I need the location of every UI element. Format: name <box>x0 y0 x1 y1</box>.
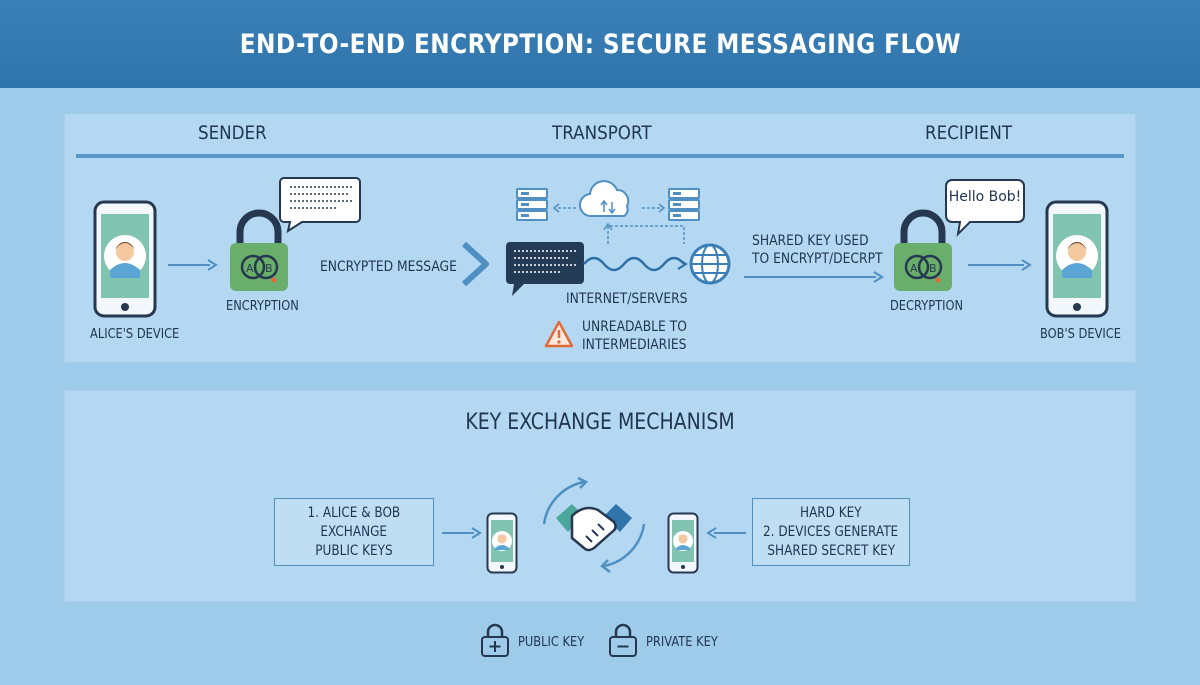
encrypted-bubble-icon <box>504 240 586 298</box>
handshake-icon <box>526 474 662 578</box>
shared-key-label-line1: SHARED KEY USED <box>752 233 869 249</box>
key-exchange-panel <box>64 390 1136 602</box>
alice-device-label: ALICE'S DEVICE <box>90 327 180 342</box>
private-key-icon <box>608 622 638 658</box>
left-box-line3: PUBLIC KEYS <box>315 542 393 559</box>
warning-icon <box>544 320 574 348</box>
right-box-line2: 2. DEVICES GENERATE <box>763 523 899 540</box>
network-wave <box>583 250 688 278</box>
cloud-icon <box>578 178 638 220</box>
left-box-line2: EXCHANGE <box>320 523 388 540</box>
column-recipient: RECIPIENT <box>925 122 1013 144</box>
shared-key-label-line2: TO ENCRYPT/DECRPT <box>752 251 883 267</box>
header-bar: END-TO-END ENCRYPTION: SECURE MESSAGING … <box>0 0 1200 88</box>
bob-small-phone-icon <box>667 512 699 574</box>
public-key-icon <box>480 622 510 658</box>
svg-text:B: B <box>265 262 273 275</box>
unreadable-label-line2: INTERMEDIARIES <box>582 337 687 353</box>
decryption-lock-icon: A B <box>890 209 956 294</box>
right-box-line1: HARD KEY <box>800 504 862 521</box>
dashed-connector <box>600 220 700 246</box>
left-exchange-box: 1. ALICE & BOB EXCHANGE PUBLIC KEYS <box>274 498 434 566</box>
globe-icon <box>688 242 732 286</box>
private-key-label: PRIVATE KEY <box>646 635 718 650</box>
server-left-icon <box>516 188 548 222</box>
arrow-to-bob <box>968 258 1032 271</box>
arrow-to-right-phone <box>706 526 746 539</box>
hello-bubble-icon <box>944 178 1026 237</box>
bob-phone-icon <box>1045 200 1109 318</box>
chevron-right-icon <box>460 241 490 287</box>
right-exchange-box: HARD KEY 2. DEVICES GENERATE SHARED SECR… <box>752 498 910 566</box>
internet-servers-label: INTERNET/SERVERS <box>566 291 688 307</box>
dashed-arrow-right <box>640 200 666 213</box>
arrow-alice-to-lock <box>168 258 218 271</box>
encryption-lock-icon: A B <box>226 209 292 294</box>
dashed-arrow-left <box>552 200 578 213</box>
hello-bubble-text: Hello Bob! <box>948 189 1022 205</box>
unreadable-label-line1: UNREADABLE TO <box>582 319 687 335</box>
encrypted-message-label: ENCRYPTED MESSAGE <box>320 259 457 275</box>
key-exchange-title: KEY EXCHANGE MECHANISM <box>465 410 735 435</box>
column-sender: SENDER <box>198 122 267 144</box>
flow-divider <box>76 154 1124 158</box>
column-transport: TRANSPORT <box>552 122 652 144</box>
alice-phone-icon <box>93 200 157 318</box>
cipher-bubble-icon <box>278 176 362 234</box>
arrow-to-left-phone <box>442 526 482 539</box>
encryption-label: ENCRYPTION <box>226 299 299 314</box>
right-box-line3: SHARED SECRET KEY <box>767 542 895 559</box>
arrow-to-decryption <box>744 270 884 283</box>
svg-text:A: A <box>910 262 918 275</box>
bob-device-label: BOB'S DEVICE <box>1040 327 1122 342</box>
page-title: END-TO-END ENCRYPTION: SECURE MESSAGING … <box>239 28 961 60</box>
svg-text:B: B <box>929 262 937 275</box>
left-box-line1: 1. ALICE & BOB <box>307 504 401 521</box>
decryption-label: DECRYPTION <box>890 299 964 314</box>
alice-small-phone-icon <box>486 512 518 574</box>
public-key-label: PUBLIC KEY <box>518 635 585 650</box>
server-right-icon <box>668 188 700 222</box>
svg-text:A: A <box>246 262 254 275</box>
